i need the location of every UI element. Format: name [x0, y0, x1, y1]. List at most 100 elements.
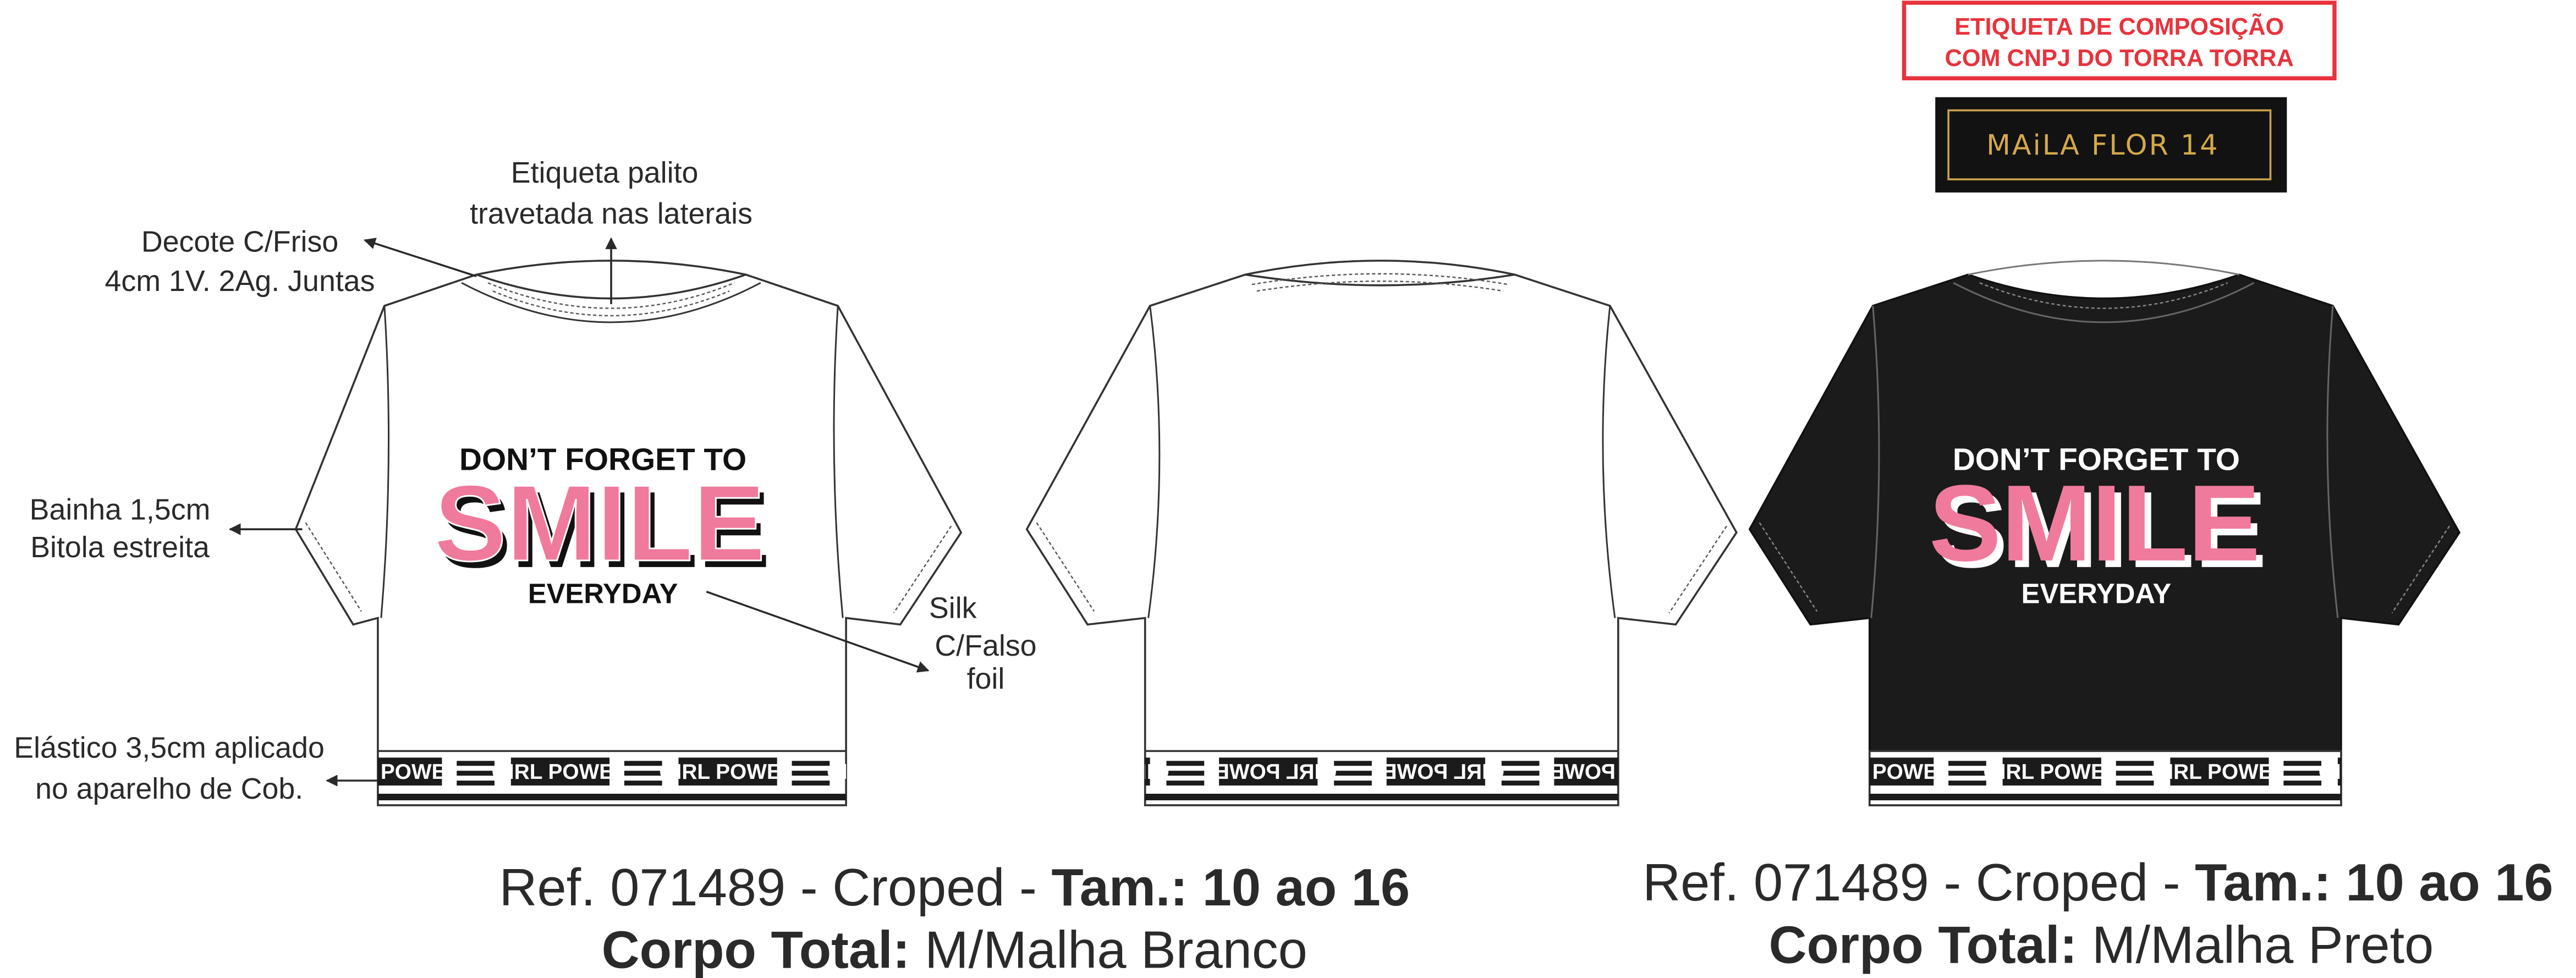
band-label-block — [1145, 757, 1150, 786]
band-stripe — [2116, 761, 2154, 766]
band-stripe — [959, 761, 997, 766]
caption-black: Ref. 071489 - Croped - Tam.: 10 ao 16 Co… — [1643, 853, 2553, 974]
band-stripe — [1948, 761, 1986, 766]
caption-white: Ref. 071489 - Croped - Tam.: 10 ao 16 Co… — [499, 858, 1410, 978]
band-label-block — [2170, 757, 2269, 786]
band-bottom-stripe — [377, 794, 847, 800]
brand-tag-text: MAiLA FLOR 14 — [1986, 129, 2219, 161]
annotation-elastic: Elástico 3,5cm aplicado no aparelho de C… — [14, 731, 378, 805]
annotation-hem: Bainha 1,5cm Bitola estreita — [30, 493, 303, 564]
band-stripe — [1501, 761, 1540, 766]
annotation-neck: Decote C/Friso 4cm 1V. 2Ag. Juntas — [105, 225, 477, 298]
band-stripe — [457, 761, 495, 766]
smile-print: DON’T FORGET TO SMILE SMILE EVERYDAY — [433, 443, 770, 609]
band-stripe — [959, 781, 997, 785]
annotation-text: travetada nas laterais — [470, 197, 753, 230]
annotation-text: no aparelho de Cob. — [35, 772, 303, 805]
annotation-text: Bainha 1,5cm — [30, 493, 211, 526]
annotation-text: Decote C/Friso — [141, 225, 338, 258]
band-label-text: GIRL POWER — [1200, 760, 1337, 784]
band-label-block — [1219, 757, 1318, 786]
annotation-tag: Etiqueta palito travetada nas laterais — [470, 156, 753, 305]
annotation-text: C/Falso — [935, 629, 1036, 662]
band-label-text: GIRL POWER — [492, 760, 629, 784]
band-label-block — [1869, 757, 1934, 786]
band-stripe — [999, 761, 1037, 766]
caption-body: Corpo Total: M/Malha Branco — [602, 921, 1308, 978]
band-label-text: GIRL POWER — [1032, 760, 1169, 784]
band-stripe — [792, 781, 830, 786]
band-stripe — [959, 771, 997, 776]
band-stripe — [624, 781, 662, 786]
band-label-text: GIRL POWER — [1367, 760, 1504, 784]
composition-line-1: ETIQUETA DE COMPOSIÇÃO — [1954, 14, 2284, 40]
band-label-block — [377, 757, 442, 786]
band-label-text: GIRL POWER — [827, 760, 964, 784]
print-smile-shadow: SMILE — [1936, 469, 2267, 590]
band-label-block — [1554, 757, 1618, 786]
arrow-icon — [363, 238, 477, 277]
band-stripe — [624, 761, 662, 766]
print-line-1: DON’T FORGET TO — [459, 443, 746, 477]
band-stripe — [1948, 771, 1986, 776]
band-label-block — [510, 757, 610, 786]
band-label-block — [678, 757, 777, 786]
caption-ref: Ref. 071489 - Croped - Tam.: 10 ao 16 — [1643, 853, 2553, 912]
band-label-text: GIRL POWER — [324, 760, 461, 784]
band-stripe — [2116, 781, 2154, 786]
band-stripe — [1948, 781, 1986, 786]
annotation-text: Etiqueta palito — [511, 156, 699, 189]
band-stripe — [1501, 771, 1540, 776]
brand-tag-image: MAiLA FLOR 14 — [1935, 97, 2287, 193]
band-stripe — [792, 761, 830, 766]
band-stripe — [2283, 761, 2322, 766]
band-label-block — [1386, 757, 1485, 786]
band-label-block — [846, 757, 847, 786]
caption-ref: Ref. 071489 - Croped - Tam.: 10 ao 16 — [499, 858, 1410, 917]
annotation-text: Elástico 3,5cm aplicado — [14, 731, 325, 764]
band-stripe — [1501, 781, 1540, 786]
arrow-icon — [706, 590, 930, 673]
annotation-text: Bitola estreita — [30, 531, 210, 564]
band-stripe — [1334, 761, 1372, 766]
band-stripe — [2283, 771, 2322, 776]
band-stripe — [999, 781, 1037, 785]
band-label-block — [2337, 757, 2341, 786]
elastic-band-mirrored: GIRL POWER GIRL POWER GIRL POWER GIRL POWER… — [865, 757, 1618, 800]
composition-label: ETIQUETA DE COMPOSIÇÃO COM CNPJ DO TORRA… — [1902, 1, 2337, 81]
band-label-text: GIRL POWER — [1816, 760, 1953, 784]
band-stripe — [1334, 771, 1372, 776]
band-stripe — [457, 771, 495, 776]
smile-print: DON’T FORGET TO SMILE SMILE EVERYDAY — [1929, 443, 2267, 609]
band-label-text: GIRL POWER — [2151, 760, 2288, 784]
annotation-text: foil — [967, 662, 1005, 695]
band-stripe — [1166, 771, 1205, 776]
band-stripe — [999, 771, 1037, 776]
print-line-2: SMILE — [434, 463, 765, 584]
band-stripe — [1334, 781, 1372, 786]
print-line-3: EVERYDAY — [528, 578, 678, 609]
print-line-1: DON’T FORGET TO — [1953, 443, 2240, 477]
composition-line-2: COM CNPJ DO TORRA TORRA — [1945, 45, 2294, 72]
band-label-text: GIRL POWER — [865, 760, 1002, 784]
print-smile-shadow: SMILE — [439, 469, 770, 590]
band-stripe — [2283, 781, 2322, 786]
band-stripe — [2451, 761, 2489, 766]
shirt-back-white: GIRL POWER GIRL POWER GIRL POWER GIRL POWER… — [865, 260, 1738, 806]
band-stripe — [2451, 781, 2489, 785]
print-line-3: EVERYDAY — [2022, 578, 2172, 609]
band-stripe — [1166, 761, 1205, 766]
band-stripe — [457, 781, 495, 786]
band-label-block — [2002, 757, 2101, 786]
annotation-silk: Silk C/Falso foil — [706, 590, 1037, 695]
print-line-2: SMILE — [1929, 463, 2260, 584]
band-stripe — [2451, 771, 2489, 776]
band-stripe — [792, 771, 830, 776]
band-label-text: GIRL POWER — [2319, 760, 2456, 784]
caption-body: Corpo Total: M/Malha Preto — [1768, 916, 2434, 975]
band-bottom-stripe — [1145, 794, 1618, 800]
